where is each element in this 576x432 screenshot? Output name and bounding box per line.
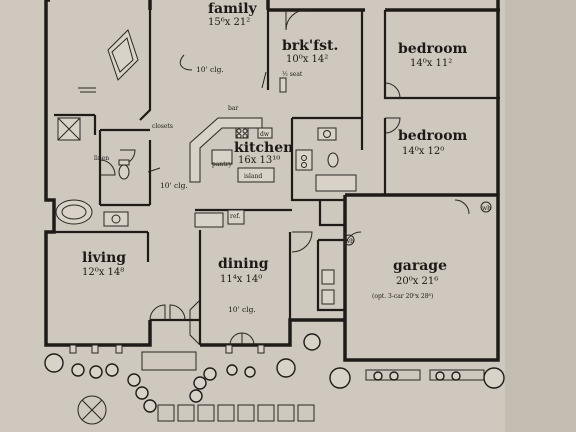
- note-pantry: pantry: [212, 161, 233, 168]
- note-arrows: [147, 54, 267, 173]
- kitchen-island: [237, 167, 275, 183]
- bay-seat: [279, 77, 287, 93]
- shrub-icon: [373, 371, 383, 381]
- note-dw: dw: [260, 131, 270, 138]
- interior-walls: [54, 10, 500, 345]
- note-bar: bar: [228, 105, 238, 112]
- washer-icon: [321, 269, 335, 285]
- shrub-icon: [226, 364, 238, 376]
- room-label-bedroom-1: bedroom: [398, 41, 468, 57]
- paper-edge: [505, 0, 576, 432]
- kitchen-sink: [211, 149, 233, 165]
- shrub-icon: [451, 371, 461, 381]
- landscaping: [44, 333, 505, 425]
- fireplace-icon: [107, 29, 139, 81]
- dryer-icon: [321, 289, 335, 305]
- shrub-icon: [127, 373, 141, 387]
- room-dim-kitchen: 16x 13¹⁰: [238, 155, 280, 166]
- room-label-bedroom-2: bedroom: [398, 128, 468, 144]
- room-dim-breakfast: 10⁰x 14²: [286, 54, 328, 65]
- shrub-icon: [89, 365, 103, 379]
- shrub-icon: [435, 371, 445, 381]
- room-dim-bedroom-2: 14⁰x 12⁰: [402, 146, 444, 157]
- room-dim-bedroom-1: 14⁰x 11²: [410, 58, 452, 69]
- room-label-family: family: [208, 1, 258, 17]
- wh-icon: [480, 201, 492, 213]
- porch-column: [115, 344, 123, 354]
- shrub-icon: [189, 389, 203, 403]
- room-label-living: living: [82, 250, 126, 266]
- room-dim-family: 15⁶x 21²: [208, 17, 250, 28]
- room-dim-living: 12⁰x 14⁸: [82, 267, 124, 278]
- porch-column: [257, 344, 265, 354]
- room-option-garage: (opt. 3-car 20⁰x 28⁶): [372, 293, 433, 300]
- sink-icon: [111, 214, 121, 224]
- room-label-garage: garage: [393, 258, 447, 274]
- toilet-icon: [118, 164, 130, 180]
- designer-logo-icon: [77, 395, 107, 425]
- shrub-icon: [105, 363, 119, 377]
- room-label-kitchen: kitchen: [234, 140, 293, 156]
- note-wh: wh: [345, 238, 354, 245]
- bathtub-icon: [55, 199, 93, 225]
- water-heater-icon: [343, 234, 355, 246]
- kitchen-counter: [189, 117, 263, 183]
- cooktop-icon: [235, 127, 249, 139]
- porch-column: [225, 344, 233, 354]
- exterior-walls: [44, 0, 500, 362]
- note-ceiling-family: 10' clg.: [196, 65, 224, 74]
- note-ceiling-living: 10' clg.: [160, 181, 188, 190]
- shrub-icon: [303, 333, 321, 351]
- note-closets: closets: [152, 123, 173, 130]
- shrub-icon: [143, 399, 157, 413]
- room-label-breakfast: brk'fst.: [282, 38, 338, 54]
- bathtub-inner: [61, 204, 87, 220]
- room-label-dining: dining: [218, 256, 269, 272]
- note-ref: ref.: [230, 213, 240, 220]
- note-island: island: [244, 173, 262, 180]
- note-garage-wh: wh: [482, 205, 491, 212]
- refrigerator-icon: [227, 209, 245, 225]
- note-linen: linen: [94, 155, 109, 162]
- room-dim-dining: 11⁴x 14⁰: [220, 274, 262, 285]
- shrub-icon: [203, 367, 217, 381]
- vanity-2: [317, 127, 337, 141]
- shrub-icon: [483, 367, 505, 389]
- doors: [99, 9, 470, 346]
- shrub-icon: [244, 366, 256, 378]
- plan-notes: 10' clg. 10' clg. 10' clg. bar pantry is…: [94, 65, 491, 314]
- note-bay-seat: ½ seat: [282, 71, 303, 78]
- fixtures: [55, 29, 357, 346]
- shrub-icon: [71, 363, 85, 377]
- ref-counter: [194, 212, 224, 228]
- shrub-icon: [389, 371, 399, 381]
- shrub-icon: [193, 376, 207, 390]
- toilet-2-icon: [327, 152, 339, 168]
- room-labels: family 15⁶x 21² brk'fst. 10⁰x 14² ½ seat…: [82, 1, 468, 300]
- bath-tub-2: [315, 174, 357, 192]
- toilet-tank: [118, 159, 130, 166]
- room-dim-garage: 20⁰x 21⁶: [396, 276, 438, 287]
- front-walk: [141, 351, 315, 422]
- note-ceiling-dining: 10' clg.: [228, 305, 256, 314]
- vanity: [103, 211, 129, 227]
- shrub-icon: [135, 386, 149, 400]
- dining-bay: [189, 299, 201, 346]
- shrub-icon: [44, 353, 64, 373]
- shrub-icon: [276, 358, 296, 378]
- shrub-icon: [329, 367, 351, 389]
- dishwasher-icon: [257, 127, 273, 139]
- porch-column: [69, 344, 77, 354]
- porch-column: [91, 344, 99, 354]
